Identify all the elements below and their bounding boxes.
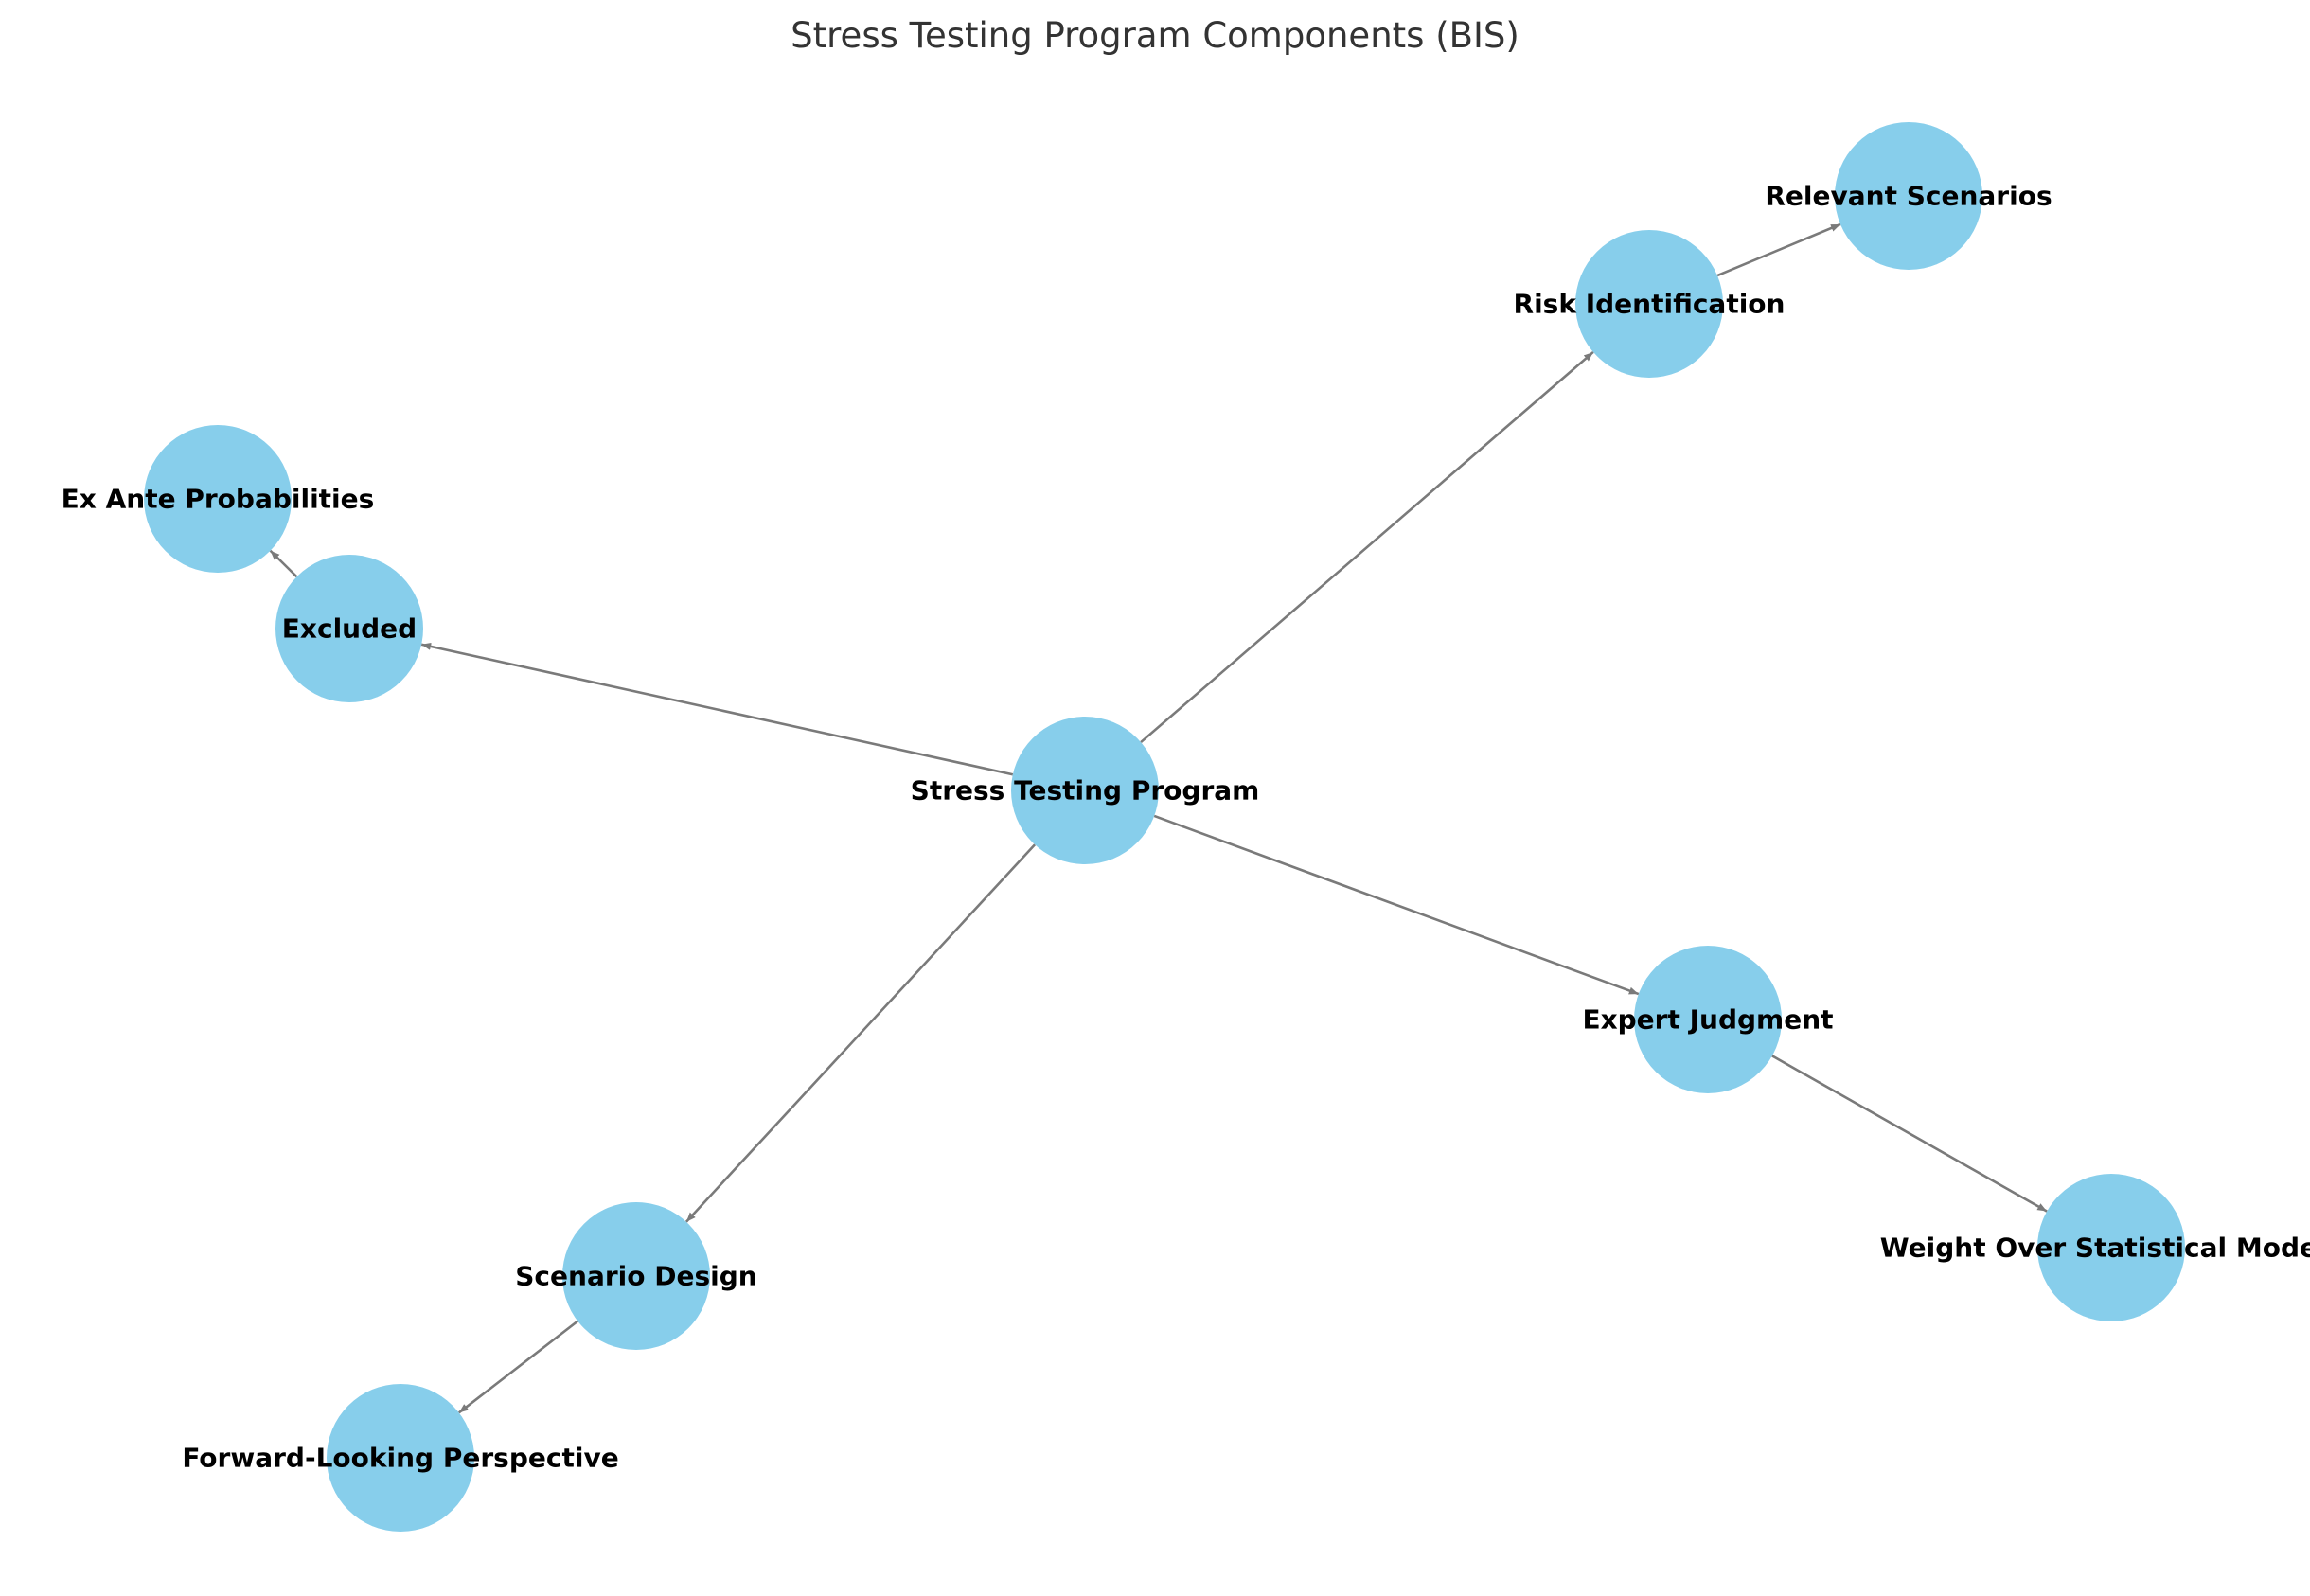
node-scenario xyxy=(562,1202,710,1350)
edge-risk-to-relevant xyxy=(1716,222,1841,277)
node-label-relevant: Relevant Scenarios xyxy=(1765,181,2052,212)
edge-excluded-to-exante xyxy=(269,549,298,578)
node-forward xyxy=(327,1384,474,1532)
node-label-risk: Risk Identification xyxy=(1514,289,1786,320)
edges-layer xyxy=(269,222,2048,1414)
node-label-exante: Ex Ante Probabilities xyxy=(62,484,375,515)
node-excluded xyxy=(275,555,423,702)
node-weight xyxy=(2037,1174,2185,1321)
nodes-layer xyxy=(144,122,2185,1532)
node-relevant xyxy=(1835,122,1982,270)
edge-stress-to-expert xyxy=(1153,814,1640,996)
edge-expert-to-weight xyxy=(1771,1055,2048,1213)
edge-scenario-to-forward xyxy=(457,1320,579,1414)
node-risk xyxy=(1575,230,1723,378)
node-label-expert: Expert Judgment xyxy=(1582,1004,1833,1036)
edge-stress-to-risk xyxy=(1140,350,1594,744)
edge-stress-to-scenario xyxy=(684,843,1037,1223)
node-label-stress: Stress Testing Program xyxy=(911,775,1260,807)
labels-layer: Stress Testing Program Risk Identificatio… xyxy=(62,181,2310,1474)
edge-stress-to-excluded xyxy=(420,643,1014,776)
node-label-scenario: Scenario Design xyxy=(515,1261,756,1292)
node-label-excluded: Excluded xyxy=(282,613,417,645)
node-exante xyxy=(144,425,292,573)
node-label-weight: Weight Over Statistical Models xyxy=(1880,1232,2310,1264)
diagram-title: Stress Testing Program Components (BIS) xyxy=(791,15,1519,56)
node-label-forward: Forward-Looking Perspective xyxy=(182,1443,618,1474)
node-stress xyxy=(1011,717,1159,864)
node-expert xyxy=(1634,946,1782,1093)
